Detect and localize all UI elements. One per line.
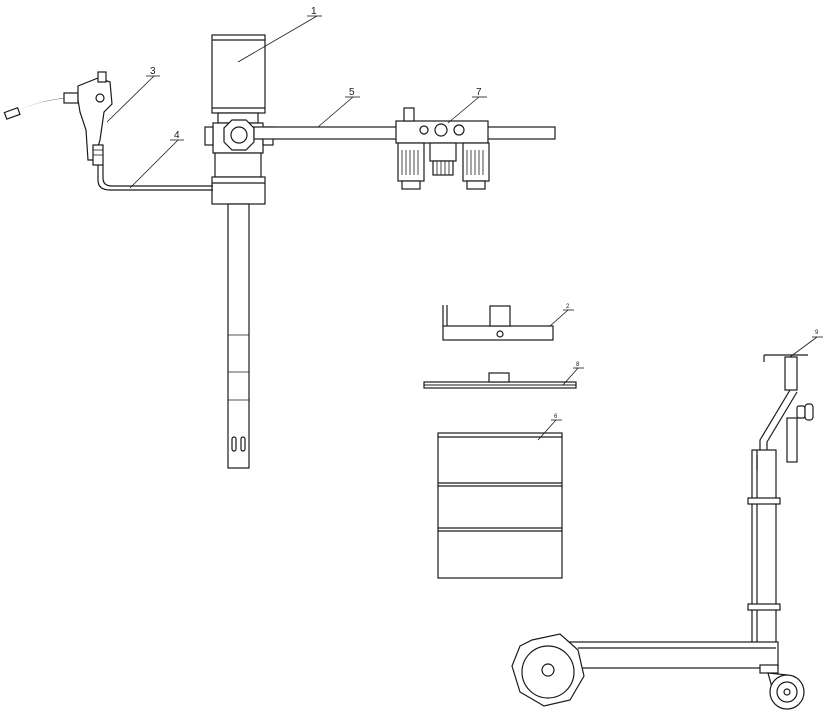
- callout-7: 7: [447, 87, 487, 124]
- oil-drum: [437, 432, 563, 579]
- callout-3: 3: [106, 66, 160, 123]
- callout-label: 9: [815, 330, 819, 336]
- callout-label: 5: [349, 87, 355, 98]
- callout-label: 4: [174, 130, 180, 141]
- pump-bung-adapter: [211, 176, 266, 205]
- callout-4: 4: [129, 130, 184, 189]
- pump-assembly: [204, 34, 274, 469]
- callout-label: 6: [554, 414, 558, 420]
- callout-label: 1: [311, 6, 317, 17]
- callout-label: 2: [566, 304, 570, 310]
- dispense-gun: [3, 71, 113, 166]
- callout-label: 3: [150, 66, 156, 77]
- callout-6: 6: [537, 414, 562, 441]
- drum-lid: [423, 372, 577, 389]
- pump-motor-housing: [211, 34, 266, 114]
- filter-regulator-lubricator: [395, 107, 490, 190]
- delivery-hose: [97, 165, 213, 191]
- drum-trolley: [511, 354, 814, 710]
- callout-2: 2: [549, 304, 574, 327]
- callout-9: 9: [789, 330, 823, 358]
- callout-8: 8: [562, 362, 584, 386]
- callout-1: 1: [237, 6, 322, 63]
- suction-tube: [227, 203, 250, 469]
- callout-label: 7: [476, 87, 482, 98]
- callout-label: 8: [576, 362, 580, 368]
- drum-cover-plate: [442, 305, 554, 341]
- callout-5: 5: [317, 87, 360, 128]
